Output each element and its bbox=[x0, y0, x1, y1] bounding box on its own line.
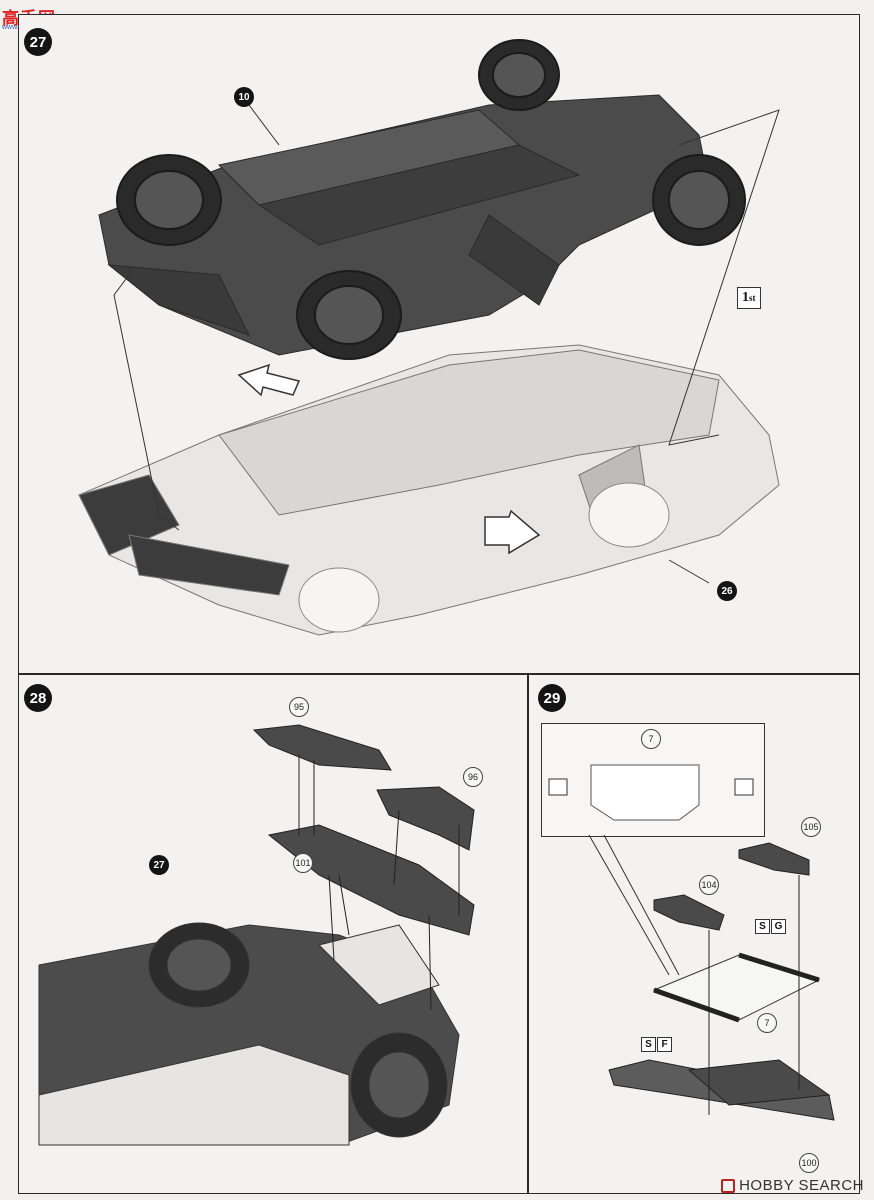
part-10-label: 10 bbox=[234, 87, 254, 107]
chassis-part bbox=[98, 94, 710, 356]
order-tag-1st: 1st bbox=[737, 287, 761, 309]
part-104-label: 104 bbox=[699, 875, 719, 895]
step-29-illustration bbox=[548, 764, 835, 1121]
tag-s-upper: S bbox=[755, 919, 770, 934]
part-7-inset-label: 7 bbox=[641, 729, 661, 749]
step-28-illustration bbox=[38, 724, 475, 1146]
attach-lines bbox=[298, 755, 460, 1011]
part-95-label: 95 bbox=[289, 697, 309, 717]
step-28-number: 28 bbox=[24, 684, 52, 712]
assembly-arrows bbox=[237, 363, 541, 555]
hobby-search-watermark: HOBBY SEARCH bbox=[721, 1177, 864, 1194]
part-105-label: 105 bbox=[801, 817, 821, 837]
order-tag-suffix: st bbox=[749, 293, 756, 303]
step-27-number: 27 bbox=[24, 28, 52, 56]
part-7-label: 7 bbox=[757, 1013, 777, 1033]
tag-f-lower: F bbox=[657, 1037, 672, 1052]
part-96-label: 96 bbox=[463, 767, 483, 787]
step-29-number: 29 bbox=[538, 684, 566, 712]
step-28-panel: 95 96 101 27 bbox=[18, 674, 528, 1194]
step-27-panel: 10 26 1st bbox=[18, 14, 860, 674]
part-101-label: 101 bbox=[293, 853, 313, 873]
order-tag-num: 1 bbox=[742, 290, 749, 305]
part-27-label: 27 bbox=[149, 855, 169, 875]
hobby-search-logo-icon bbox=[721, 1178, 736, 1193]
body-shell-part bbox=[78, 344, 780, 636]
leader-lines bbox=[113, 104, 780, 584]
part-100-label: 100 bbox=[799, 1153, 819, 1173]
chassis-wheels bbox=[116, 39, 746, 360]
car-body-partial bbox=[38, 922, 460, 1146]
diffuser-parts bbox=[252, 724, 475, 936]
part-26-label: 26 bbox=[717, 581, 737, 601]
step-27-illustration bbox=[78, 39, 780, 636]
tag-s-lower: S bbox=[641, 1037, 656, 1052]
hobby-search-text: HOBBY SEARCH bbox=[739, 1177, 864, 1194]
tag-g-upper: G bbox=[771, 919, 786, 934]
step-29-panel: 7 105 104 7 100 S G S F bbox=[528, 674, 860, 1194]
